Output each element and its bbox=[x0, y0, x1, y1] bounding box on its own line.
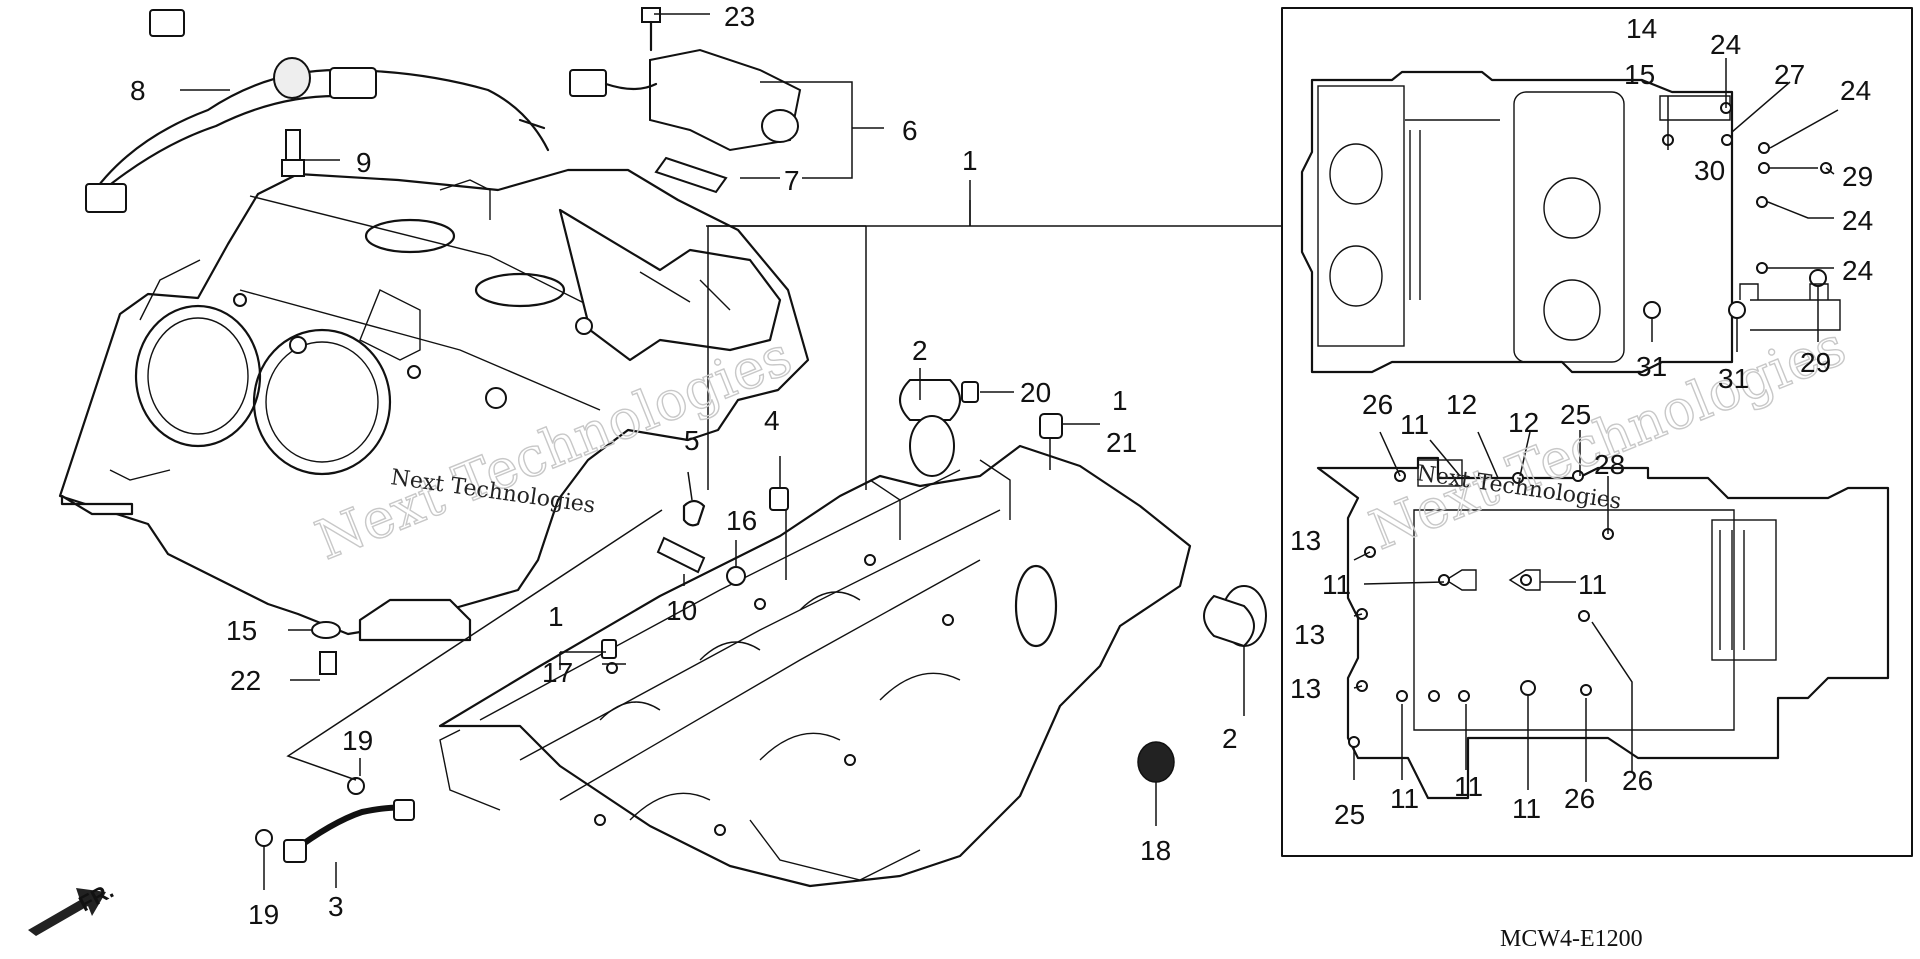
detail-callout-24-a: 24 bbox=[1710, 29, 1741, 60]
callout-9: 9 bbox=[356, 147, 372, 178]
detail-callout-26-b: 26 bbox=[1564, 783, 1595, 814]
front-direction-label: FR. bbox=[75, 878, 118, 917]
detail-callout-14: 14 bbox=[1626, 13, 1657, 44]
lower-crankcase bbox=[438, 444, 1192, 888]
detail-callout-11-c: 11 bbox=[1578, 569, 1607, 600]
callout-19-lower: 19 bbox=[248, 899, 279, 930]
callout-10: 10 bbox=[666, 595, 697, 626]
callout-2-upper: 2 bbox=[912, 335, 928, 366]
detail-callout-29-a: 29 bbox=[1842, 161, 1873, 192]
detail-callout-24-c: 24 bbox=[1842, 205, 1873, 236]
callout-17: 17 bbox=[542, 657, 573, 688]
callout-1-top: 1 bbox=[962, 145, 978, 176]
front-direction-arrow: FR. bbox=[28, 878, 118, 936]
upper-crankcase bbox=[58, 168, 810, 642]
detail-callout-13-a: 13 bbox=[1290, 525, 1321, 556]
detail-callout-24-d: 24 bbox=[1842, 255, 1873, 286]
callout-2-lower: 2 bbox=[1222, 723, 1238, 754]
detail-callout-31-b: 31 bbox=[1718, 363, 1749, 394]
callout-21: 21 bbox=[1106, 427, 1137, 458]
callout-6: 6 bbox=[902, 115, 918, 146]
detail-callout-26-a: 26 bbox=[1362, 389, 1393, 420]
detail-callout-30: 30 bbox=[1694, 155, 1725, 186]
callout-1-right: 1 bbox=[1112, 385, 1128, 416]
detail-callout-11-d: 11 bbox=[1390, 783, 1419, 814]
detail-callout-11-e: 11 bbox=[1454, 771, 1483, 802]
callout-1-left: 1 bbox=[548, 601, 564, 632]
callout-22: 22 bbox=[230, 665, 261, 696]
detail-callout-11-f: 11 bbox=[1512, 793, 1541, 824]
detail-callout-31-a: 31 bbox=[1636, 351, 1667, 382]
main-leaders bbox=[180, 13, 1282, 890]
callout-19-upper: 19 bbox=[342, 725, 373, 756]
callout-5: 5 bbox=[684, 425, 700, 456]
callout-7: 7 bbox=[784, 165, 800, 196]
small-parts bbox=[85, 7, 1267, 863]
detail-callout-28: 28 bbox=[1594, 449, 1625, 480]
detail-callout-12-b: 12 bbox=[1508, 407, 1539, 438]
callouts-main: 1 1 1 2 2 3 4 5 6 7 8 9 10 15 16 17 18 1… bbox=[130, 1, 1238, 930]
callout-15: 15 bbox=[226, 615, 257, 646]
detail-callout-15: 15 bbox=[1624, 59, 1655, 90]
upper-case-plan bbox=[1300, 70, 1841, 374]
callout-3: 3 bbox=[328, 891, 344, 922]
callout-20: 20 bbox=[1020, 377, 1051, 408]
diagram-reference-code: MCW4-E1200 bbox=[1500, 926, 1643, 952]
callout-16: 16 bbox=[726, 505, 757, 536]
inset-leaders bbox=[1353, 58, 1839, 790]
detail-callout-11-b: 11 bbox=[1322, 569, 1351, 600]
callouts-detail: 11 11 11 11 11 11 11 11 12 12 13 13 13 1… bbox=[1290, 13, 1873, 830]
detail-callout-25-b: 25 bbox=[1334, 799, 1365, 830]
callout-18: 18 bbox=[1140, 835, 1171, 866]
detail-callout-27: 27 bbox=[1774, 59, 1805, 90]
detail-callout-13-b: 13 bbox=[1294, 619, 1325, 650]
detail-callout-12-a: 12 bbox=[1446, 389, 1477, 420]
detail-callout-13-c: 13 bbox=[1290, 673, 1321, 704]
detail-callout-25-a: 25 bbox=[1560, 399, 1591, 430]
detail-callout-11-a: 11 bbox=[1400, 409, 1429, 440]
callout-4: 4 bbox=[764, 405, 780, 436]
callout-23: 23 bbox=[724, 1, 755, 32]
detail-callout-29-b: 29 bbox=[1800, 347, 1831, 378]
callout-8: 8 bbox=[130, 75, 146, 106]
detail-callout-24-b: 24 bbox=[1840, 75, 1871, 106]
detail-callout-26-c: 26 bbox=[1622, 765, 1653, 796]
detail-inset bbox=[1281, 7, 1913, 857]
